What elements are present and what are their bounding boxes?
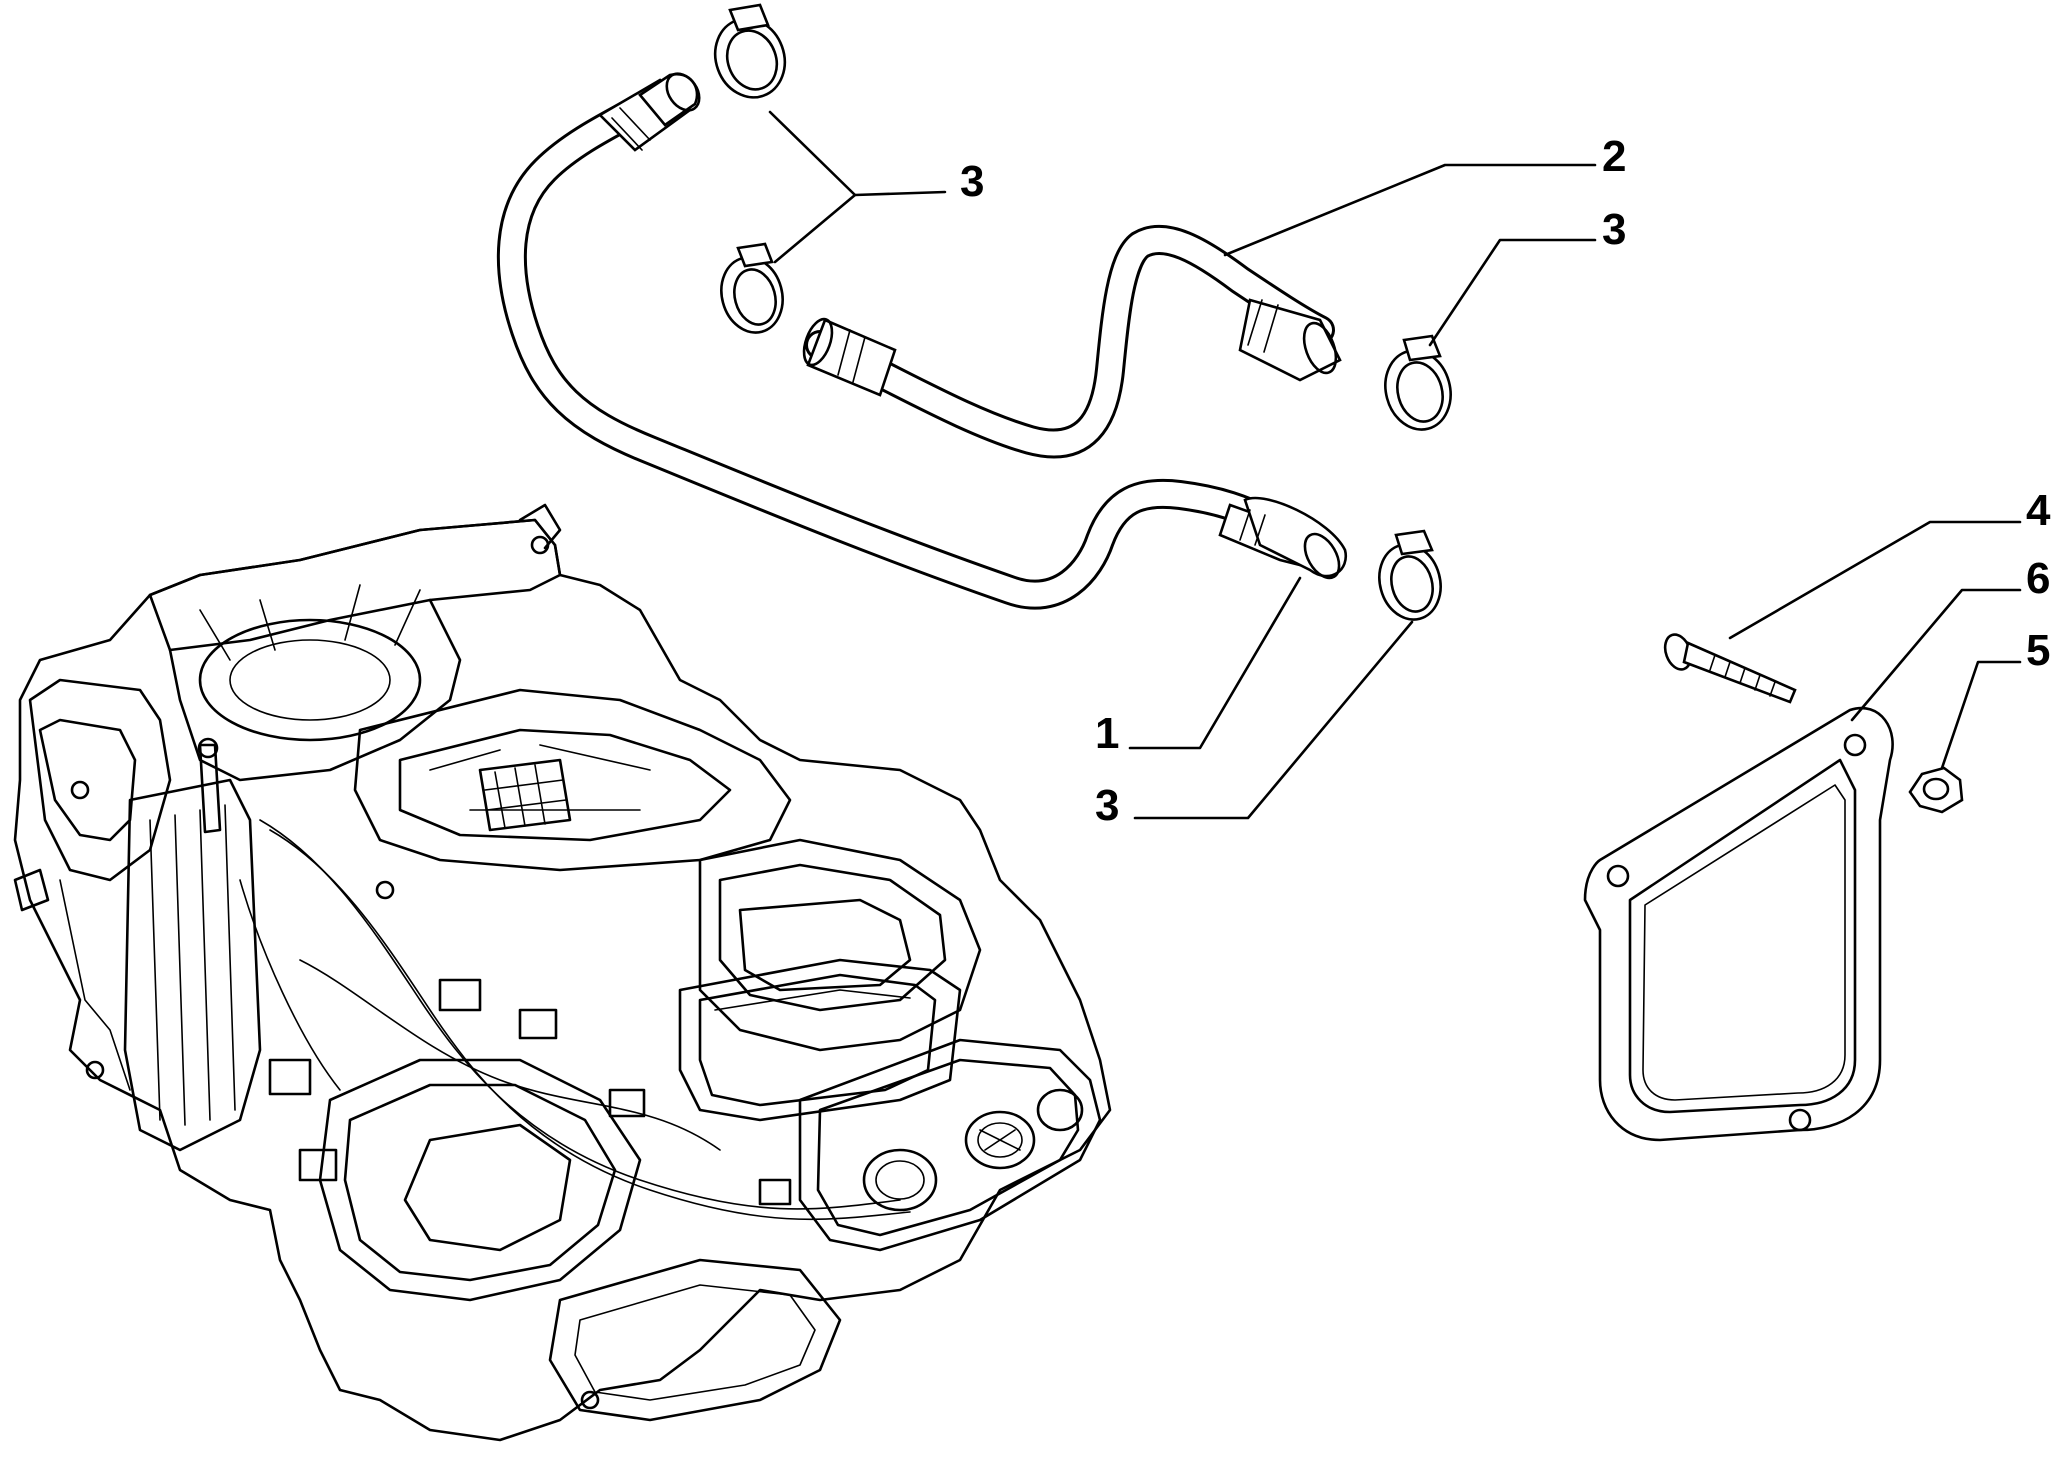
nut-part-5 xyxy=(1908,766,1964,814)
callout-6: 6 xyxy=(2026,554,2050,603)
hose-clamp-right-upper xyxy=(1384,334,1452,431)
callout-2: 2 xyxy=(1602,132,1626,181)
gasket-part-6 xyxy=(1583,706,1894,1142)
callout-labels: 3 2 3 1 3 4 6 5 xyxy=(960,132,2051,830)
heater-hose-2 xyxy=(802,225,1342,459)
hose-clamp-right-lower xyxy=(1378,529,1442,621)
callout-5: 5 xyxy=(2026,626,2050,675)
callout-3-right: 3 xyxy=(1602,205,1626,254)
callout-4: 4 xyxy=(2026,486,2051,535)
leader-lines xyxy=(768,110,2022,820)
callout-1: 1 xyxy=(1095,709,1119,758)
heater-hose-1 xyxy=(496,72,1348,610)
callout-3-top: 3 xyxy=(960,157,984,206)
heater-unit-assembly xyxy=(13,503,1112,1442)
callout-3-lower: 3 xyxy=(1095,781,1119,830)
hose-clamp-middle-left xyxy=(720,242,784,334)
screw-part-4 xyxy=(1663,633,1797,704)
hose-clamp-top xyxy=(713,3,787,99)
